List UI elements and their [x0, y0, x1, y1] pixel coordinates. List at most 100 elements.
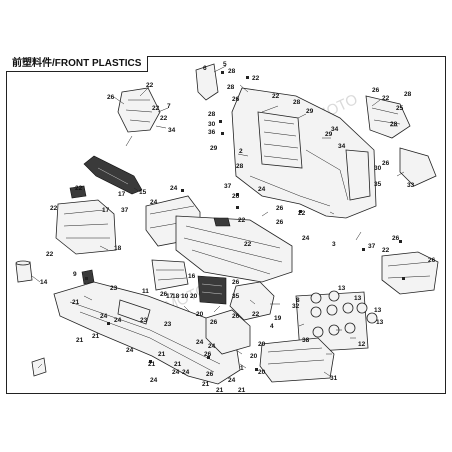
callout-26: 26 — [206, 371, 214, 378]
part-speaker-plate — [295, 291, 369, 353]
callout-17: 17 — [166, 293, 174, 300]
callout-26: 26 — [428, 257, 436, 264]
callout-21: 21 — [238, 387, 246, 394]
callout-9: 9 — [73, 271, 77, 278]
callout-11: 11 — [142, 288, 149, 295]
callout-23: 23 — [110, 285, 118, 292]
callout-15: 15 — [139, 189, 147, 196]
fastener-bolts — [85, 71, 405, 371]
callout-31: 31 — [330, 375, 338, 382]
callout-29: 29 — [325, 131, 333, 138]
callout-25: 25 — [396, 105, 404, 112]
callout-37: 37 — [368, 243, 376, 250]
callout-26: 26 — [232, 313, 240, 320]
callout-21: 21 — [92, 333, 100, 340]
callout-21: 21 — [76, 337, 84, 344]
callout-23: 23 — [164, 321, 172, 328]
callout-24: 24 — [126, 347, 134, 354]
callout-5: 5 — [223, 61, 227, 68]
callout-21: 21 — [72, 299, 80, 306]
callout-24: 24 — [114, 317, 122, 324]
callout-26: 26 — [276, 219, 284, 226]
part-upper-clip — [195, 63, 219, 101]
callout-22: 22 — [382, 95, 390, 102]
callout-28: 28 — [404, 91, 412, 98]
callout-21: 21 — [148, 361, 156, 368]
callout-22: 22 — [46, 251, 54, 258]
callout-4: 4 — [270, 323, 274, 330]
callout-24: 24 — [170, 185, 178, 192]
callout-20: 20 — [190, 293, 198, 300]
part-footwell-cover — [205, 309, 251, 355]
leader-lines — [31, 65, 405, 377]
callout-22: 22 — [146, 82, 154, 89]
callout-3: 3 — [332, 241, 336, 248]
callout-2: 2 — [239, 148, 243, 155]
callout-22: 22 — [75, 185, 83, 192]
callout-24: 24 — [228, 377, 236, 384]
callout-1: 1 — [240, 365, 244, 372]
callout-24: 24 — [302, 235, 310, 242]
callout-24: 24 — [150, 199, 158, 206]
callout-21: 21 — [158, 351, 166, 358]
callout-8: 8 — [296, 297, 300, 304]
callout-35: 35 — [232, 293, 240, 300]
callout-20: 20 — [196, 311, 204, 318]
callout-24: 24 — [182, 369, 190, 376]
callout-22: 22 — [382, 247, 390, 254]
callout-24: 24 — [258, 186, 266, 193]
part-storage-bin — [151, 259, 189, 291]
callout-22: 22 — [244, 241, 252, 248]
callout-22: 22 — [252, 311, 260, 318]
part-left-inner-panel — [55, 199, 117, 255]
callout-24: 24 — [100, 313, 108, 320]
callout-labels: 22 26 7 22 34 22 5 28 28 22 26 22 28 29 … — [40, 61, 436, 394]
callout-26: 26 — [392, 235, 400, 242]
callout-26: 26 — [232, 96, 240, 103]
callout-22: 22 — [152, 105, 160, 112]
callout-28: 28 — [390, 121, 398, 128]
callout-20: 20 — [258, 369, 266, 376]
callout-28: 28 — [293, 99, 301, 106]
part-right-bracket — [365, 95, 411, 139]
callout-22: 22 — [160, 115, 168, 122]
callout-36: 36 — [208, 129, 216, 136]
callout-21: 21 — [202, 381, 210, 388]
callout-28: 28 — [227, 84, 235, 91]
callout-37: 37 — [224, 183, 232, 190]
callout-13: 13 — [376, 319, 384, 326]
callout-28: 28 — [208, 111, 216, 118]
callout-24: 24 — [172, 369, 180, 376]
callout-22: 22 — [272, 93, 280, 100]
part-dash-tray — [175, 215, 293, 283]
callout-35: 35 — [374, 181, 382, 188]
callout-14: 14 — [40, 279, 48, 286]
diagram-title: 前塑料件/FRONT PLASTICS — [6, 56, 149, 72]
callout-34: 34 — [331, 126, 339, 133]
part-side-clip — [399, 147, 437, 187]
part-center-trim — [229, 281, 275, 321]
callout-22: 22 — [50, 205, 58, 212]
callout-26: 26 — [276, 205, 284, 212]
callout-33: 33 — [407, 182, 415, 189]
callout-12: 12 — [358, 341, 366, 348]
callout-21: 21 — [216, 387, 224, 394]
callout-19: 19 — [274, 315, 282, 322]
callout-26: 26 — [372, 87, 380, 94]
callout-22: 22 — [298, 210, 306, 217]
callout-29: 29 — [306, 108, 314, 115]
part-dashboard-panel — [231, 87, 377, 219]
callout-10: 10 — [181, 293, 189, 300]
callout-26: 26 — [107, 94, 115, 101]
callout-26: 26 — [232, 279, 240, 286]
callout-28: 28 — [228, 68, 236, 75]
callout-13: 13 — [374, 307, 382, 314]
callout-17: 17 — [102, 207, 110, 214]
part-cup-holder — [15, 260, 33, 283]
callout-18: 18 — [114, 245, 122, 252]
callout-30: 30 — [208, 121, 216, 128]
callout-29: 29 — [210, 145, 218, 152]
callout-30: 30 — [374, 165, 382, 172]
callout-26: 26 — [204, 351, 212, 358]
